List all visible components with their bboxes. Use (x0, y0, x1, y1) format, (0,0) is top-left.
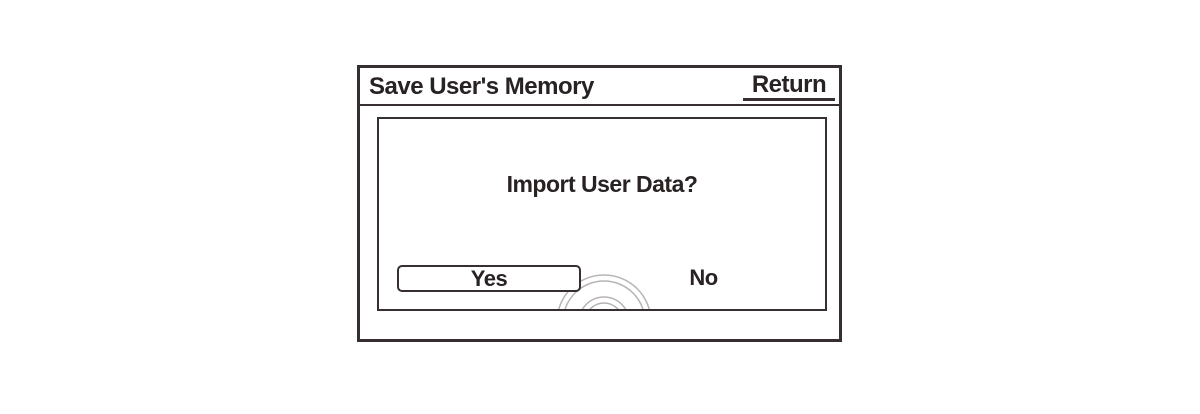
save-users-memory-dialog: Save User's Memory Return Import User Da… (357, 65, 842, 342)
no-button[interactable]: No (689, 265, 718, 290)
dialog-body: Import User Data? Yes No (360, 106, 839, 339)
prompt-panel: Import User Data? Yes No (377, 117, 827, 311)
prompt-text: Import User Data? (506, 171, 698, 197)
return-button[interactable]: Return (743, 73, 835, 101)
dialog-title: Save User's Memory (369, 73, 594, 100)
dialog-header: Save User's Memory Return (360, 68, 839, 104)
yes-button[interactable]: Yes (397, 265, 581, 292)
header-divider (360, 104, 839, 106)
